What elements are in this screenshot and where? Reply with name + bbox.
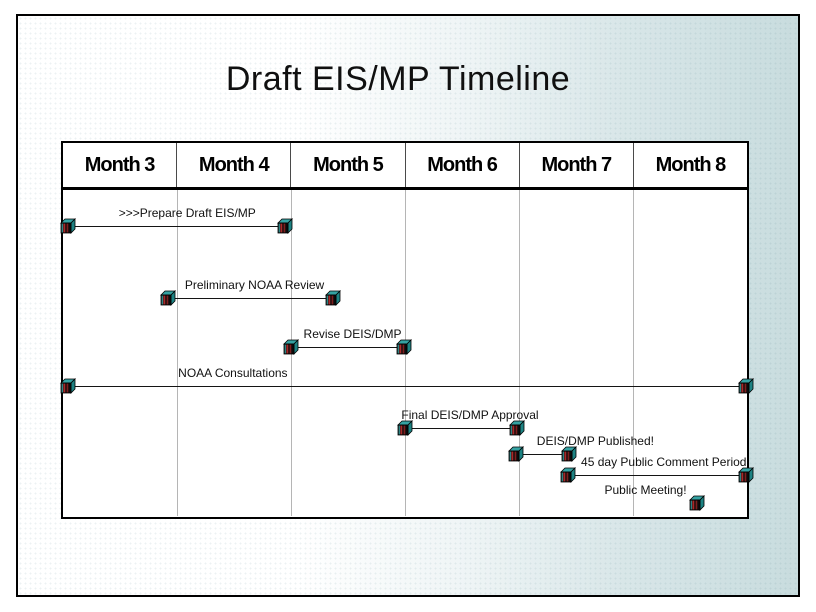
task-bar-line (405, 428, 517, 429)
task-bar-line (167, 298, 334, 299)
column-header-5: Month 5 (291, 143, 406, 187)
task-bar-line (291, 347, 404, 348)
gantt-body: >>>Prepare Draft EIS/MP Preliminary NOAA … (59, 190, 754, 516)
task-bar-line (568, 475, 746, 476)
task-start-marker-icon (283, 339, 299, 355)
task-label: NOAA Consultations (178, 366, 288, 380)
task-end-marker-icon (395, 339, 412, 355)
task-start-marker-icon (560, 467, 576, 483)
column-header-6: Month 6 (406, 143, 520, 187)
column-header-7: Month 7 (520, 143, 634, 187)
column-header-3: Month 3 (63, 143, 178, 187)
task-label: Preliminary NOAA Review (184, 278, 325, 292)
task-end-marker-icon (325, 290, 342, 306)
task-label: 45 day Public Comment Period (581, 455, 747, 469)
task-label: Public Meeting! (604, 483, 687, 497)
gridline-vertical (519, 190, 520, 516)
column-header-8: Month 8 (655, 153, 727, 176)
task-end-marker-icon (737, 467, 754, 483)
task-end-marker-icon (508, 420, 525, 436)
task-label: Revise DEIS/DMP (303, 327, 402, 341)
task-start-marker-icon (159, 290, 176, 306)
task-start-marker-icon (59, 218, 76, 234)
gridline-vertical (633, 190, 634, 516)
column-header-4: Month 4 (177, 143, 292, 187)
gridline-vertical (177, 190, 178, 516)
task-start-marker-icon (59, 378, 76, 394)
task-start-marker-icon (397, 420, 413, 436)
task-bar-line (67, 386, 746, 387)
page-title: Draft EIS/MP Timeline (225, 60, 571, 98)
task-end-marker-icon (277, 218, 294, 234)
task-bar-line (515, 454, 570, 455)
task-end-marker-icon (561, 446, 578, 462)
task-label: >>>Prepare Draft EIS/MP (118, 206, 256, 220)
task-bar-line (67, 226, 286, 227)
task-start-marker-icon (507, 446, 524, 462)
task-end-marker-icon (737, 378, 754, 394)
milestone-marker-icon (688, 495, 705, 511)
task-label: DEIS/DMP Published! (536, 434, 654, 448)
task-label: Final DEIS/DMP Approval (401, 408, 539, 422)
